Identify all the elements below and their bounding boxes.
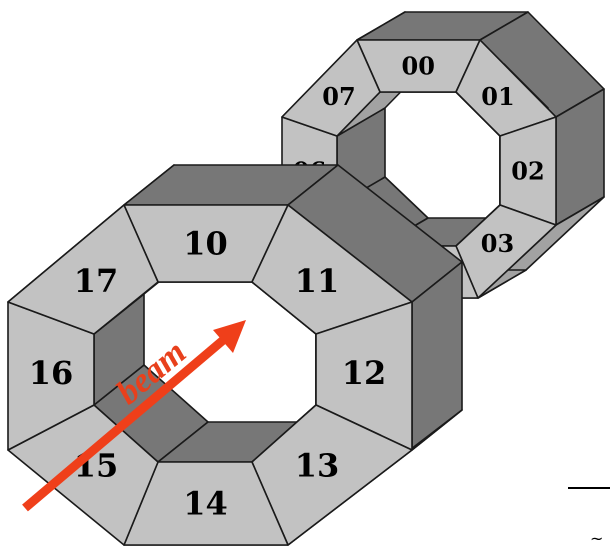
front-segment-label-13: 13 [295,447,340,485]
front-segment-label-17: 17 [74,262,119,300]
beam-arrowhead [213,320,246,353]
front-segment-label-11: 11 [295,262,340,300]
back-segment-07 [281,39,381,137]
back-segment-label-01: 01 [481,82,514,111]
front-segment-label-14: 14 [183,485,228,523]
front-segment-label-10: 10 [183,225,228,263]
back-segment-label-02: 02 [511,156,544,185]
axis-stub-glyph: ~ [590,529,603,548]
back-segment-label-03: 03 [481,229,514,258]
back-segment-label-07: 07 [322,82,355,111]
front-segment-17 [7,204,159,335]
back-segment-label-00: 00 [402,52,435,81]
beam-line [22,332,231,512]
front-segment-label-16: 16 [29,354,74,392]
front-segment-label-12: 12 [342,354,387,392]
